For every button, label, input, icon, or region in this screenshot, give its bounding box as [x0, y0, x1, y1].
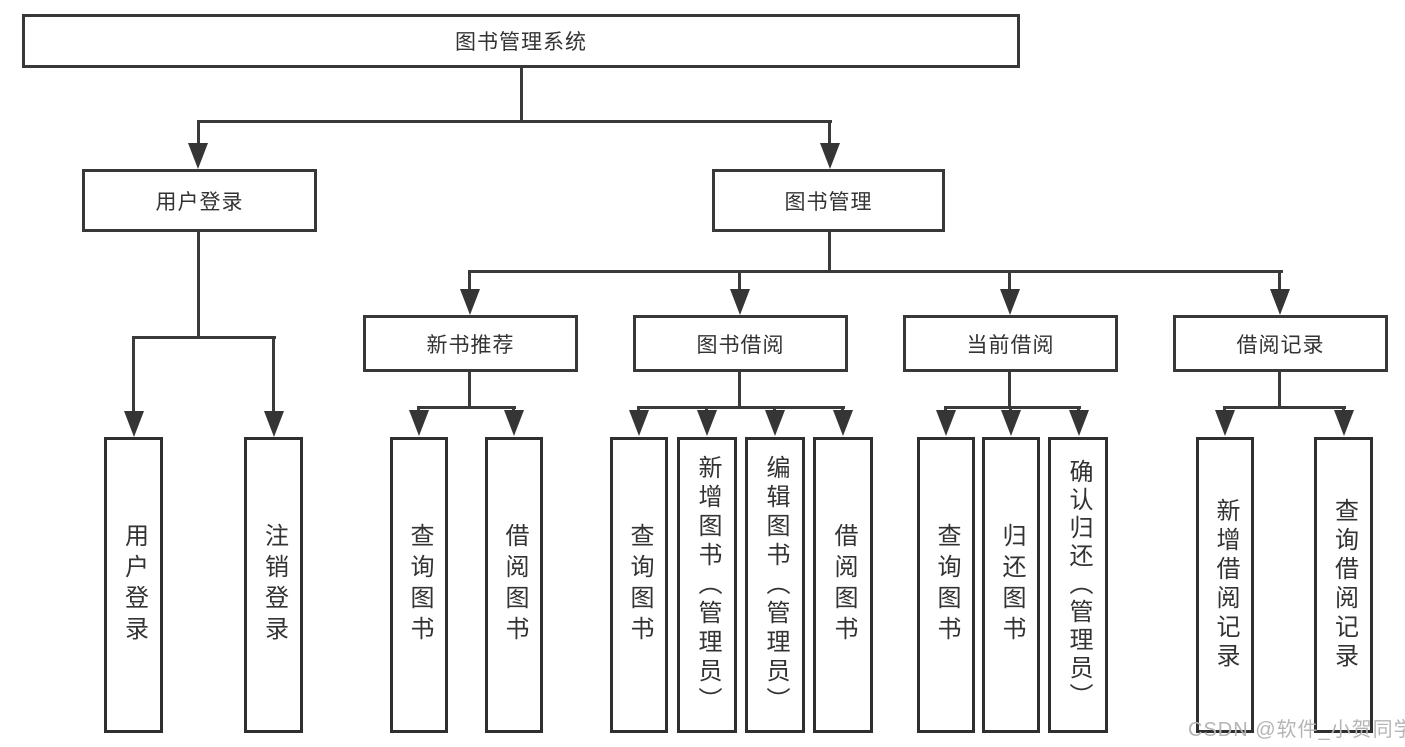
connector-line [132, 336, 135, 414]
connector-line [637, 406, 845, 409]
node-book-borrowing: 图书借阅 [633, 315, 848, 372]
connector-line [1008, 372, 1011, 406]
arrow-down-icon [1069, 410, 1089, 436]
leaf-return-book: 归还图书 [982, 437, 1040, 733]
leaf-borrow-book: 借阅图书 [813, 437, 873, 733]
connector-line [197, 120, 832, 123]
connector-line [738, 270, 741, 293]
connector-line [1278, 372, 1281, 406]
connector-line [468, 372, 471, 406]
leaf-query-borrow-record: 查询借阅记录 [1314, 437, 1373, 733]
node-current-borrowing: 当前借阅 [903, 315, 1118, 372]
node-user-login: 用户登录 [82, 169, 317, 232]
connector-line [468, 270, 471, 293]
arrow-down-icon [730, 289, 750, 315]
arrow-down-icon [936, 410, 956, 436]
arrow-down-icon [833, 410, 853, 436]
csdn-watermark: CSDN @软件_小贺同学 [1188, 719, 1405, 741]
connector-line [1008, 270, 1011, 293]
connector-line [828, 120, 831, 148]
arrow-down-icon [765, 410, 785, 436]
connector-line [468, 270, 1283, 273]
arrow-down-icon [1000, 289, 1020, 315]
connector-line [1278, 270, 1281, 293]
node-new-book-recommend: 新书推荐 [363, 315, 578, 372]
connector-line [520, 68, 523, 120]
node-borrowing-records: 借阅记录 [1173, 315, 1388, 372]
arrow-down-icon [820, 143, 840, 169]
leaf-borrow-query-book: 查询图书 [610, 437, 668, 733]
connector-line [197, 232, 200, 336]
connector-line [417, 406, 516, 409]
arrow-down-icon [124, 411, 144, 437]
connector-line [828, 232, 831, 270]
arrow-down-icon [264, 411, 284, 437]
connector-line [738, 372, 741, 406]
arrow-down-icon [504, 410, 524, 436]
connector-line [944, 406, 1081, 409]
arrow-down-icon [629, 410, 649, 436]
leaf-user-login: 用户登录 [104, 437, 163, 733]
leaf-confirm-return-admin: 确认归还（管理员） [1048, 437, 1108, 733]
node-book-management: 图书管理 [712, 169, 945, 232]
arrow-down-icon [460, 289, 480, 315]
leaf-add-book-admin: 新增图书（管理员） [677, 437, 737, 733]
arrow-down-icon [1334, 410, 1354, 436]
leaf-recommend-query-book: 查询图书 [390, 437, 448, 733]
leaf-logout: 注销登录 [244, 437, 303, 733]
arrow-down-icon [1270, 289, 1290, 315]
arrow-down-icon [1001, 410, 1021, 436]
node-library-system: 图书管理系统 [22, 14, 1020, 68]
leaf-edit-book-admin: 编辑图书（管理员） [745, 437, 805, 733]
arrow-down-icon [1215, 410, 1235, 436]
leaf-recommend-borrow-book: 借阅图书 [485, 437, 543, 733]
arrow-down-icon [409, 410, 429, 436]
arrow-down-icon [697, 410, 717, 436]
connector-line [1223, 406, 1346, 409]
arrow-down-icon [188, 143, 208, 169]
connector-line [197, 120, 200, 148]
leaf-current-query-book: 查询图书 [917, 437, 975, 733]
connector-line [132, 336, 276, 339]
connector-line [272, 336, 275, 414]
leaf-add-borrow-record: 新增借阅记录 [1196, 437, 1254, 733]
